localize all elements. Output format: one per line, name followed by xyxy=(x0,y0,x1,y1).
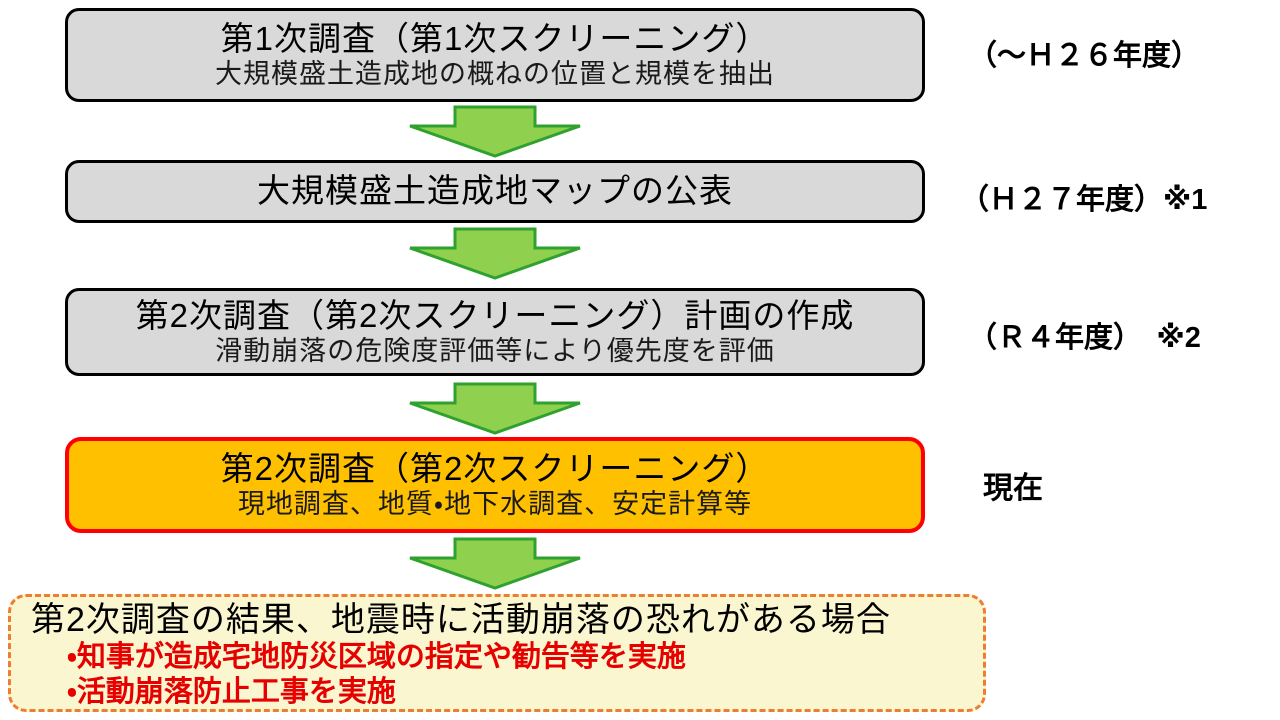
step-3-title: 第2次調査（第2次スクリーニング）計画の作成 xyxy=(135,297,855,335)
down-arrow-icon xyxy=(409,105,581,158)
down-arrow-icon xyxy=(409,537,581,590)
step-1-subtitle: 大規模盛土造成地の概ねの位置と規模を抽出 xyxy=(215,59,775,90)
step-4-title: 第2次調査（第2次スクリーニング） xyxy=(220,450,770,488)
result-bullet-1: ・知事が造成宅地防災区域の指定や勧告等を実施 xyxy=(67,641,686,674)
result-heading: 第2次調査の結果、地震時に活動崩落の恐れがある場合 xyxy=(31,601,891,639)
step-3-period-label: （Ｒ４年度） ※2 xyxy=(968,322,1201,354)
flow-step-1: 第1次調査（第1次スクリーニング） 大規模盛土造成地の概ねの位置と規模を抽出 xyxy=(65,8,925,102)
result-box: 第2次調査の結果、地震時に活動崩落の恐れがある場合 ・知事が造成宅地防災区域の指… xyxy=(8,594,986,712)
step-1-period-label: （～Ｈ２６年度） xyxy=(968,40,1201,72)
step-1-title: 第1次調査（第1次スクリーニング） xyxy=(220,20,770,58)
down-arrow-icon xyxy=(409,227,581,280)
flow-step-4-current: 第2次調査（第2次スクリーニング） 現地調査、地質・地下水調査、安定計算等 xyxy=(65,437,925,533)
step-4-current-label: 現在 xyxy=(983,472,1043,505)
step-2-title: 大規模盛土造成地マップの公表 xyxy=(257,172,733,210)
step-2-period-label: （Ｈ２７年度）※1 xyxy=(960,184,1208,216)
step-4-subtitle: 現地調査、地質・地下水調査、安定計算等 xyxy=(237,489,753,520)
result-bullet-2: ・活動崩落防止工事を実施 xyxy=(67,675,396,708)
down-arrow-icon xyxy=(409,382,581,435)
flow-step-2: 大規模盛土造成地マップの公表 xyxy=(65,160,925,223)
step-3-subtitle: 滑動崩落の危険度評価等により優先度を評価 xyxy=(215,336,775,367)
flow-step-3: 第2次調査（第2次スクリーニング）計画の作成 滑動崩落の危険度評価等により優先度… xyxy=(65,288,925,376)
